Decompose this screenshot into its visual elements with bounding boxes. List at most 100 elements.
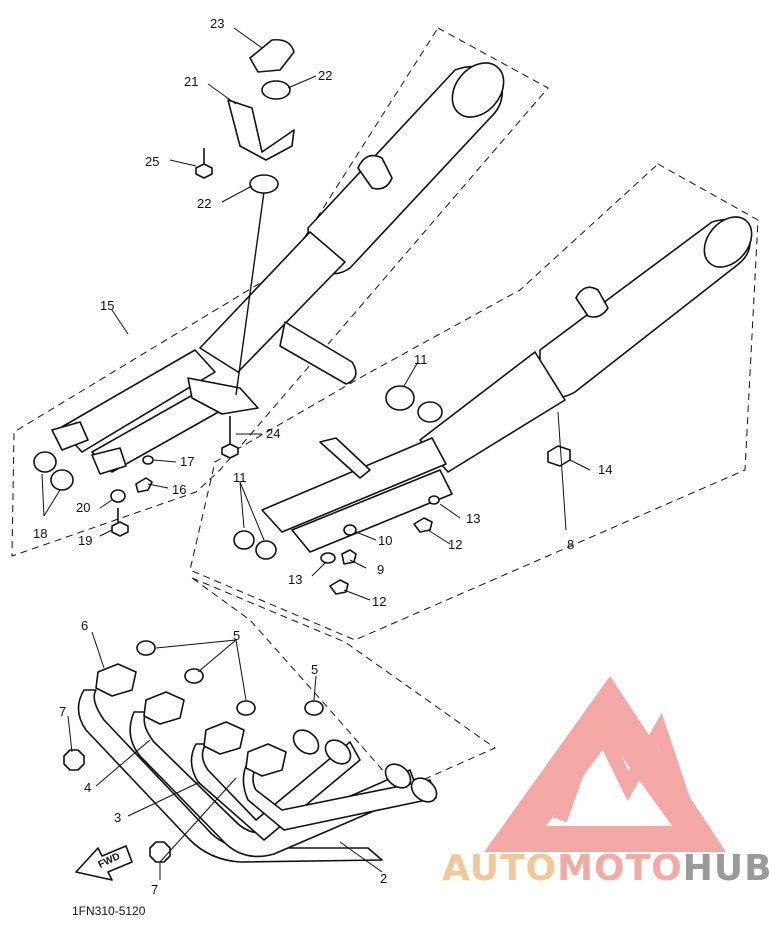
washer-17	[142, 455, 154, 465]
left-balance-pipe	[279, 321, 357, 385]
bolt-24	[221, 416, 239, 459]
callout-22b: 22	[197, 196, 211, 211]
header-pipes	[63, 640, 438, 863]
callout-11b: 11	[233, 470, 247, 485]
callout-5a: 5	[233, 628, 240, 643]
header-pipe-2	[77, 689, 383, 863]
header-outlet-a	[292, 729, 320, 755]
fwd-arrow-icon	[75, 845, 133, 881]
callout-13a: 13	[466, 511, 480, 526]
bolt-25	[195, 148, 213, 179]
callout-25: 25	[145, 154, 159, 169]
gasket-11a	[233, 530, 255, 550]
left-clamp-b	[91, 447, 127, 475]
logo-mark-icon	[553, 701, 697, 823]
callout-20: 20	[76, 500, 90, 515]
callout-22a: 22	[318, 68, 332, 83]
callout-24: 24	[266, 426, 280, 441]
callout-6: 6	[81, 618, 88, 633]
flange-6	[95, 663, 137, 697]
damper-14	[547, 445, 571, 467]
callout-4: 4	[84, 780, 91, 795]
gasket-5d	[304, 700, 324, 716]
damper-23	[249, 38, 295, 73]
header-outlet-c	[384, 763, 412, 789]
gasket-11d	[417, 401, 443, 423]
right-pipe-b	[291, 469, 453, 553]
callout-15: 15	[100, 298, 114, 313]
flange-d	[245, 743, 287, 777]
bolt-16	[135, 477, 153, 493]
left-clamp-bracket	[187, 377, 259, 415]
callout-10: 10	[378, 533, 392, 548]
callout-16: 16	[172, 482, 186, 497]
callout-13b: 13	[288, 572, 302, 587]
callout-8: 8	[567, 537, 574, 552]
left-muffler-assembly	[33, 62, 505, 537]
brand-hub: HUB	[683, 848, 769, 889]
bracket-parts	[195, 38, 295, 194]
callout-3: 3	[114, 810, 121, 825]
left-muffler-end-cap	[451, 62, 505, 118]
callout-11a: 11	[414, 352, 428, 367]
callout-21: 21	[184, 74, 198, 89]
damper-22-bottom	[249, 174, 279, 194]
left-clamp-a	[51, 421, 89, 451]
leader-lines	[41, 27, 591, 880]
logo-triangle-icon	[484, 676, 726, 852]
assembly-outline-15	[11, 27, 549, 557]
callout-7b: 7	[151, 882, 158, 897]
left-collector-pipe	[199, 231, 346, 373]
washer-13a	[320, 552, 336, 564]
right-pipe-a	[261, 437, 447, 533]
callout-17: 17	[180, 454, 194, 469]
right-muffler-end-cap	[703, 216, 753, 268]
washer-13b	[428, 495, 440, 505]
gasket-11b	[255, 540, 277, 560]
right-muffler-bracket	[575, 286, 609, 318]
brand-moto: MOTO	[557, 848, 683, 889]
bolt-9	[341, 549, 357, 565]
part-code: 1FN310-5120	[72, 904, 146, 918]
flange-c	[203, 721, 245, 755]
bracket-21	[227, 99, 295, 161]
flange-b	[143, 691, 185, 725]
callout-7a: 7	[59, 704, 66, 719]
damper-22-top	[261, 80, 291, 100]
bolt-12a	[329, 579, 349, 595]
assembly-outline-8	[189, 163, 759, 641]
forward-arrow: FWD	[75, 845, 133, 881]
left-muffler-bracket	[357, 154, 393, 190]
watermark-brand: AUTOMOTOHUB	[442, 848, 769, 889]
mount-line	[235, 191, 265, 396]
washer-10	[343, 524, 357, 536]
washer-20	[110, 489, 126, 503]
callout-19: 19	[78, 533, 92, 548]
bolt-19	[111, 508, 129, 537]
gasket-11c	[385, 385, 415, 411]
callout-23: 23	[210, 16, 224, 31]
right-clamp-bracket	[319, 437, 371, 479]
gasket-18b	[50, 469, 74, 491]
callout-12a: 12	[448, 537, 462, 552]
gasket-5b	[184, 668, 204, 684]
header-outlet-d	[410, 777, 438, 803]
brand-auto: AUTO	[442, 848, 557, 889]
nut-7a	[63, 749, 85, 771]
right-muffler-assembly	[233, 216, 753, 595]
header-outlet-b	[324, 739, 352, 765]
callout-2: 2	[380, 871, 387, 886]
nut-7b	[149, 841, 171, 863]
gasket-18a	[33, 451, 57, 473]
callout-14: 14	[598, 462, 612, 477]
callout-18: 18	[33, 526, 47, 541]
gasket-5c	[236, 700, 256, 716]
bolt-12b	[413, 517, 433, 533]
callout-9: 9	[377, 562, 384, 577]
callout-12b: 12	[372, 594, 386, 609]
gasket-5a	[136, 640, 156, 656]
callout-5b: 5	[311, 662, 318, 677]
automotohub-logo	[484, 676, 726, 852]
callouts: 2 3 4 5 5 6 7 7 8 9 10 11 11 12 12 13 13…	[33, 16, 612, 897]
